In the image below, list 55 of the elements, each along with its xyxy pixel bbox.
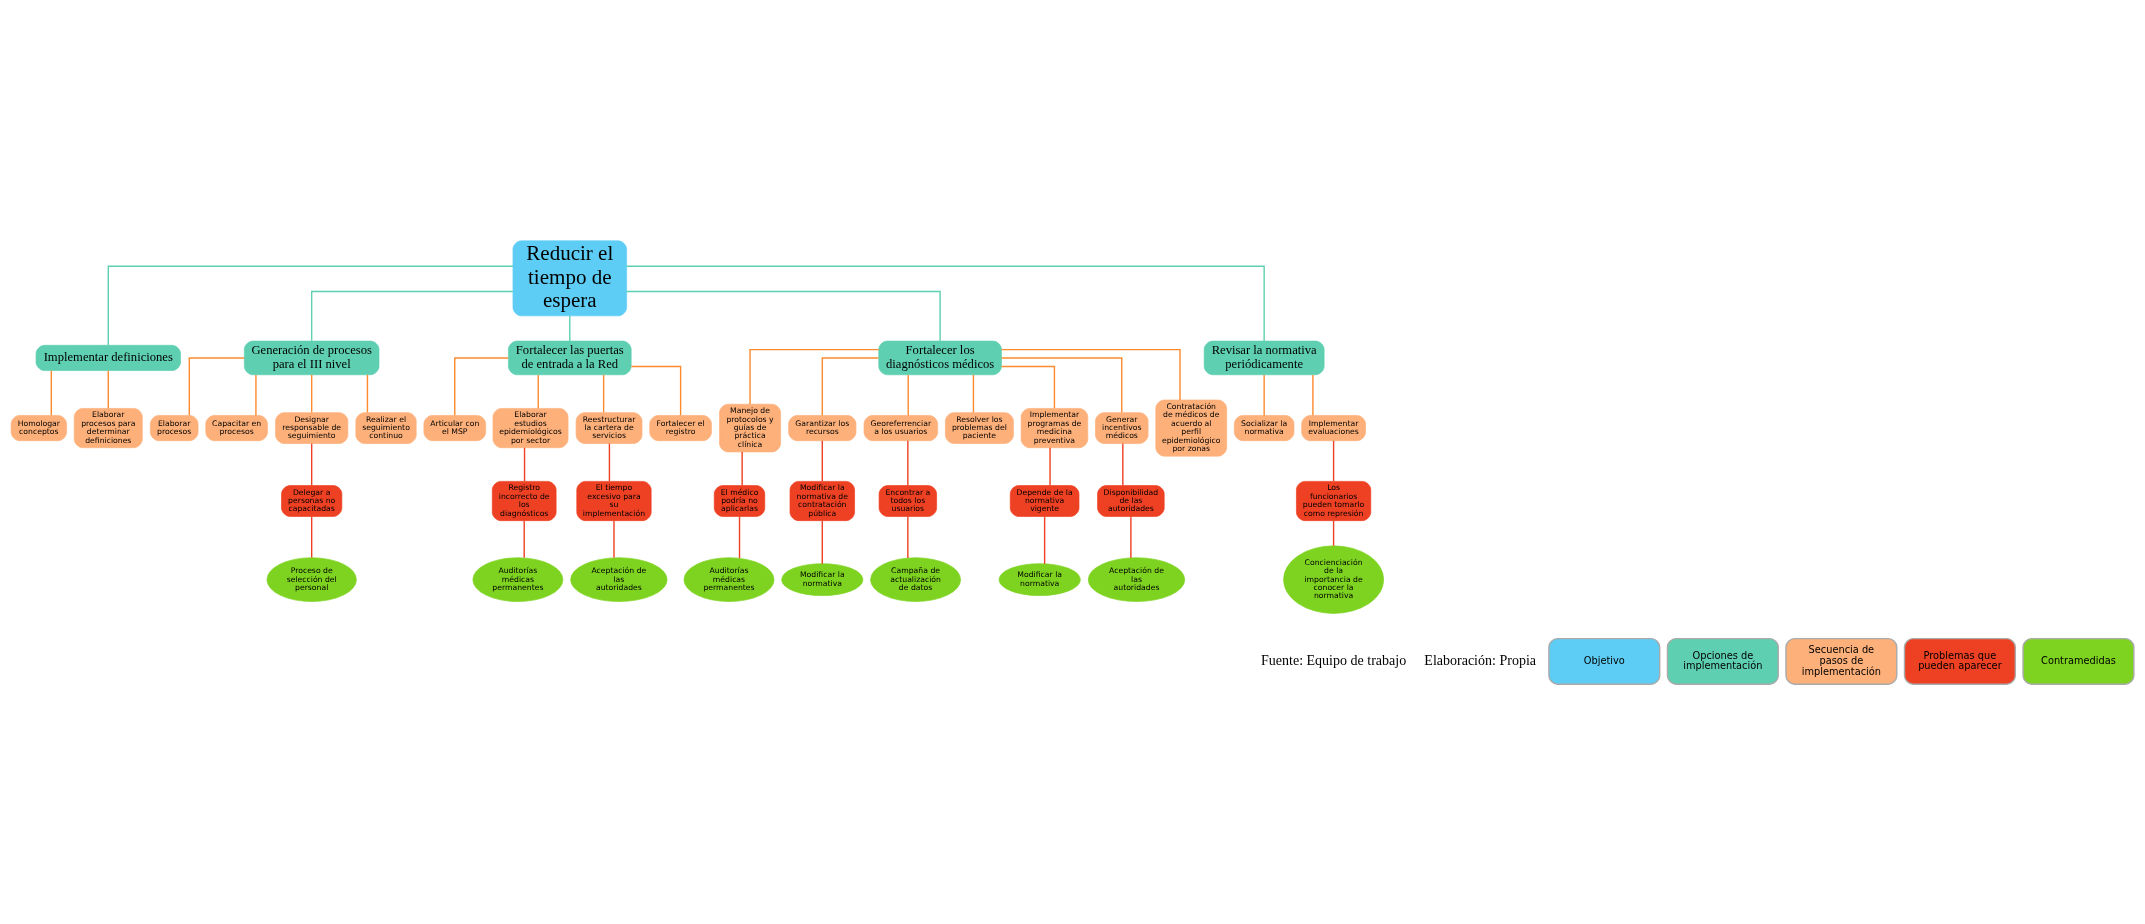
node-box: Revisar la normativa periódicamente: [1203, 340, 1325, 375]
label: Elaboración: Propia: [1424, 652, 1537, 668]
connector: [1312, 373, 1314, 416]
connector: [1000, 348, 1181, 401]
legend-label: Contramedidas: [2041, 654, 2116, 666]
node-box: Fortalecer los diagnósticos médicos: [878, 340, 1002, 375]
node-box: Fortalecer las puertas de entrada a la Red: [508, 340, 632, 375]
legend-label: Secuencia de pasos de implementación: [1801, 643, 1881, 677]
connector: [366, 373, 369, 413]
connector: [537, 373, 539, 409]
connector: [907, 515, 909, 559]
connector: [821, 519, 823, 564]
connector: [972, 373, 975, 413]
connector: [311, 373, 313, 413]
connector: [311, 515, 313, 558]
label: Fuente: Equipo de trabajo: [1260, 652, 1407, 668]
connector: [1130, 515, 1132, 559]
connector: [907, 373, 909, 416]
connector: [749, 348, 880, 405]
legend-label: Problemas que pueden aparecer: [1918, 649, 2002, 671]
connector: [821, 356, 880, 416]
connector: [50, 369, 52, 416]
connector: [602, 373, 605, 413]
connector: [311, 290, 514, 341]
connector: [1263, 373, 1265, 416]
connector: [454, 356, 509, 416]
connector: [1000, 356, 1123, 413]
connector: [1122, 442, 1124, 486]
node-box: Reducir el tiempo de espera: [512, 239, 627, 316]
connector: [523, 519, 525, 559]
connector: [1049, 446, 1051, 486]
connector: [569, 314, 571, 342]
connector: [630, 365, 682, 416]
connector: [1043, 515, 1046, 565]
legend-label: Objetivo: [1583, 654, 1625, 666]
node-box: Implementar definiciones: [35, 344, 181, 371]
connector: [255, 373, 257, 416]
connector: [608, 442, 611, 482]
connector: [188, 356, 245, 416]
connector: [1332, 439, 1335, 482]
connector: [311, 442, 313, 486]
connector: [1000, 365, 1056, 409]
legend-label: Opciones de implementación: [1683, 649, 1763, 671]
connector: [821, 439, 823, 482]
connector: [107, 369, 109, 409]
connector: [625, 290, 941, 341]
connector: [523, 446, 526, 482]
connector: [107, 264, 514, 346]
node-box: Generación de procesos para el III nivel: [244, 340, 380, 375]
connector: [625, 264, 1265, 342]
connector: [1332, 519, 1335, 546]
connector: [738, 515, 741, 559]
connector: [907, 439, 909, 486]
connector: [613, 519, 615, 559]
connector: [741, 450, 743, 486]
